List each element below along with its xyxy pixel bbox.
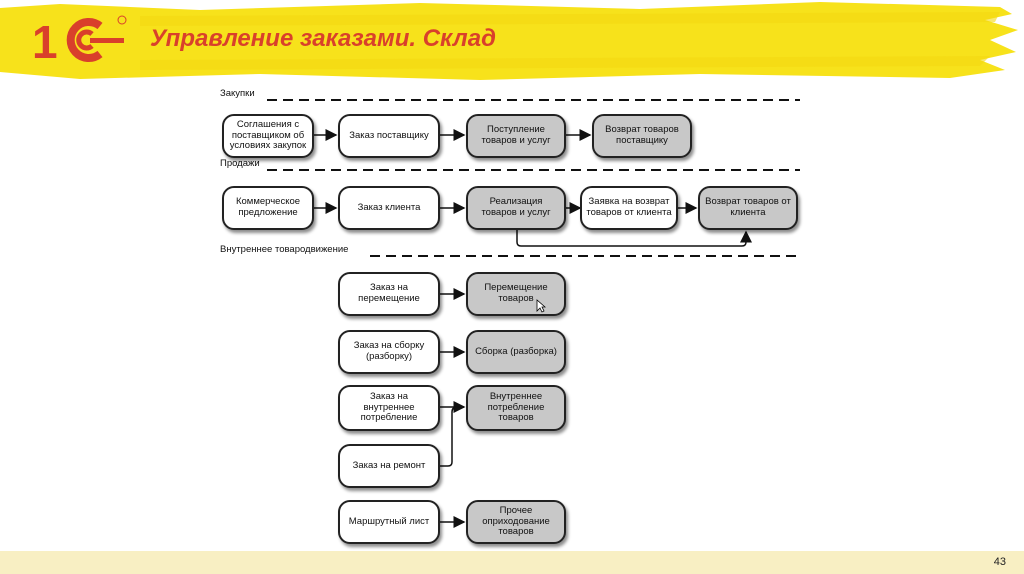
1c-logo-icon: 1 — [32, 15, 127, 66]
node-customer-return: Возврат товаров от клиента — [698, 186, 798, 230]
node-customer-order: Заказ клиента — [338, 186, 440, 230]
node-return-request: Заявка на возврат товаров от клиента — [580, 186, 678, 230]
node-assembly-order: Заказ на сборку (разборку) — [338, 330, 440, 374]
mouse-cursor-icon — [536, 299, 546, 313]
svg-text:1: 1 — [32, 16, 58, 66]
node-return-to-supplier: Возврат товаров поставщику — [592, 114, 692, 158]
node-internal-consumption: Внутреннее потребление товаров — [466, 385, 566, 431]
node-transfer-order: Заказ на перемещение — [338, 272, 440, 316]
section-label-purchases: Закупки — [220, 88, 259, 99]
node-other-receipt: Прочее оприходование товаров — [466, 500, 566, 544]
node-route-sheet: Маршрутный лист — [338, 500, 440, 544]
section-label-internal: Внутреннее товародвижение — [220, 244, 353, 255]
node-commercial-offer: Коммерческое предложение — [222, 186, 314, 230]
node-sales-realization: Реализация товаров и услуг — [466, 186, 566, 230]
page-number: 43 — [993, 556, 1006, 568]
node-transfer: Перемещение товаров — [466, 272, 566, 316]
node-goods-receipt: Поступление товаров и услуг — [466, 114, 566, 158]
node-assembly: Сборка (разборка) — [466, 330, 566, 374]
footer-strip — [0, 551, 1024, 574]
section-label-sales: Продажи — [220, 158, 264, 169]
node-repair-order: Заказ на ремонт — [338, 444, 440, 488]
diagram-connectors — [267, 99, 800, 528]
node-supplier-order: Заказ поставщику — [338, 114, 440, 158]
header-banner — [0, 2, 1018, 80]
order-flow-diagram: Закупки Продажи Внутреннее товародвижени… — [212, 82, 812, 552]
node-supplier-agreement: Соглашения с поставщиком об условиях зак… — [222, 114, 314, 158]
slide-title: Управление заказами. Склад — [150, 25, 496, 52]
node-internal-consumption-order: Заказ на внутреннее потребление — [338, 385, 440, 431]
